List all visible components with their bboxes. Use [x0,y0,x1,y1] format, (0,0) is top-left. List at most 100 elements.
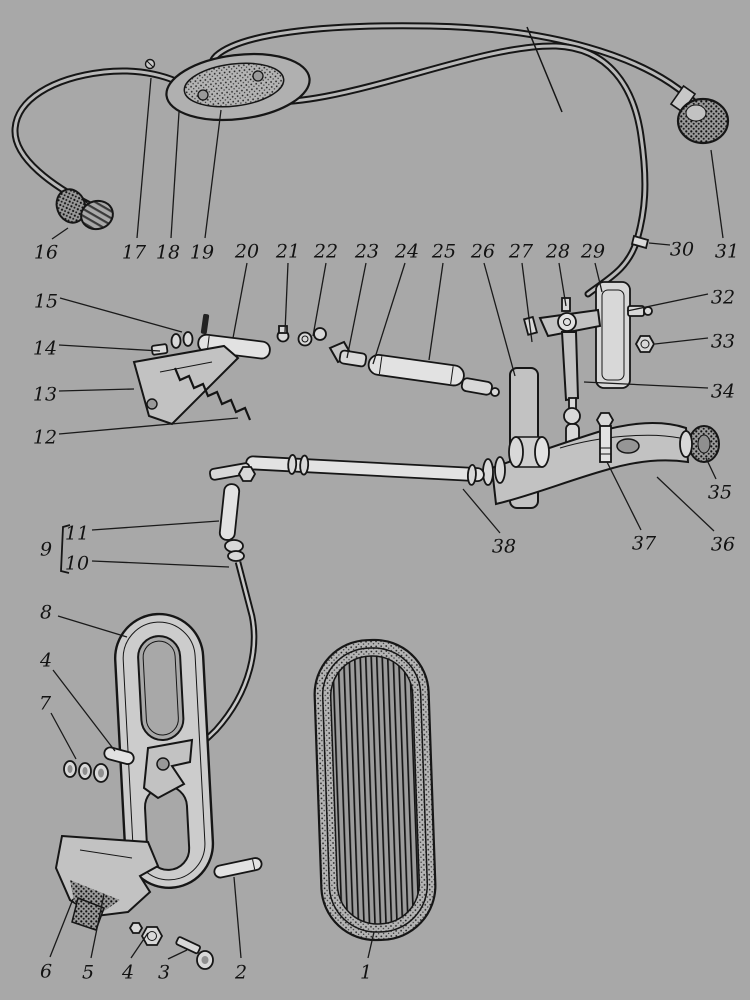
support-bracket-assembly [482,367,720,509]
leader-line-20 [232,262,248,339]
cotter-pin [200,313,210,335]
relay-lever-13 [132,344,240,426]
leader-line-1 [367,931,375,959]
knob-highlight [685,104,707,122]
leader-line-24 [372,262,406,365]
leader-line-11 [91,520,220,531]
leader-line-2 [233,876,242,959]
adjuster-23 [338,349,368,368]
callout-33: 33 [711,331,735,353]
leader-line-37 [606,461,642,531]
callout-6: 6 [40,961,52,983]
leader-line-12 [58,417,239,435]
leader-line-4 [130,932,149,959]
leader-line-5 [90,893,105,959]
callout-7: 7 [39,693,52,715]
knob-body-right [676,97,730,145]
cross-rod-38 [245,455,485,483]
callout-2: 2 [234,962,247,984]
callout-11: 11 [65,523,89,545]
leader-line-38 [462,488,501,534]
bracket-foot [71,896,105,931]
leader-line-22 [312,262,327,337]
callout-17: 17 [122,242,147,264]
leader-line-8 [57,615,128,638]
knob-body-left [55,188,87,224]
pedal-pin-2 [213,857,263,879]
pivot-pin-4 [103,746,135,765]
leader-line-15 [59,297,183,333]
leader-line-10 [91,560,230,568]
ball-stud [563,407,581,425]
nut-4-bottom [140,926,164,946]
leader-line-27 [521,262,533,343]
callout-30: 30 [670,239,694,261]
return-spring-12 [173,367,252,421]
callout-9: 9 [40,539,52,561]
nut-22b [313,327,327,341]
callout-4: 4 [121,962,134,984]
leader-line-34 [583,381,709,389]
leader-line-21 [284,262,289,333]
clevis-nut [237,466,257,482]
leader-line-14 [58,344,161,352]
leader-line-35 [705,457,717,480]
leader-line-7 [50,712,77,760]
rod-coupler [224,539,244,553]
callout-10: 10 [65,553,89,575]
leader-line-16 [51,227,69,240]
callout-1: 1 [360,962,372,984]
leader-line-19 [204,109,222,239]
callout-8: 8 [40,602,52,624]
callout-38: 38 [492,536,516,558]
callout-21: 21 [275,241,300,263]
callout-3: 3 [158,962,170,984]
bolt-37-shaft [599,425,612,463]
leader-line-31 [710,149,724,239]
callout-24: 24 [394,241,419,263]
pedal-pad-ribbed-surface [329,655,421,925]
leader-line-23 [346,262,367,359]
callout-37: 37 [632,533,657,555]
washer-15 [170,333,182,349]
callout-34: 34 [711,381,735,403]
bracket-slot [616,438,640,454]
rod-end-fitting [460,377,493,396]
leader-line-13 [58,388,135,392]
leader-line-33 [654,337,709,345]
leader-line-29 [594,262,603,293]
leader-line-26 [483,262,516,377]
leader-line-6 [49,898,74,958]
callout-29: 29 [580,241,605,263]
callout-32: 32 [711,287,735,309]
upper-rod-11 [218,483,241,541]
callout-19: 19 [190,242,214,264]
bellcrank-bracket-plate [595,281,631,389]
callout-31: 31 [715,241,739,263]
intermediate-linkage [132,313,500,426]
callout-25: 25 [431,241,456,263]
callout-13: 13 [33,384,57,406]
grommet-hole-left [197,89,209,101]
callout-36: 36 [711,534,735,556]
nut-22a [297,331,313,347]
bolt-3-shaft [175,936,201,955]
bolt-14 [150,343,169,356]
leader-line-32 [626,293,709,312]
nut-33 [634,335,656,353]
crank-arm-34 [560,331,580,402]
bolt-37-head [595,412,615,428]
leader-line-28 [558,262,567,307]
accelerator-pedal-pad [313,638,437,942]
choke-knob [55,188,114,231]
leader-line-36 [656,476,715,532]
callout-16: 16 [34,242,58,264]
bracket-opening-top [137,635,185,741]
callout-26: 26 [470,241,495,263]
crank-pivot [557,312,577,332]
throttle-knob [669,84,730,145]
leader-line-17 [136,77,152,239]
callout-18: 18 [156,242,180,264]
